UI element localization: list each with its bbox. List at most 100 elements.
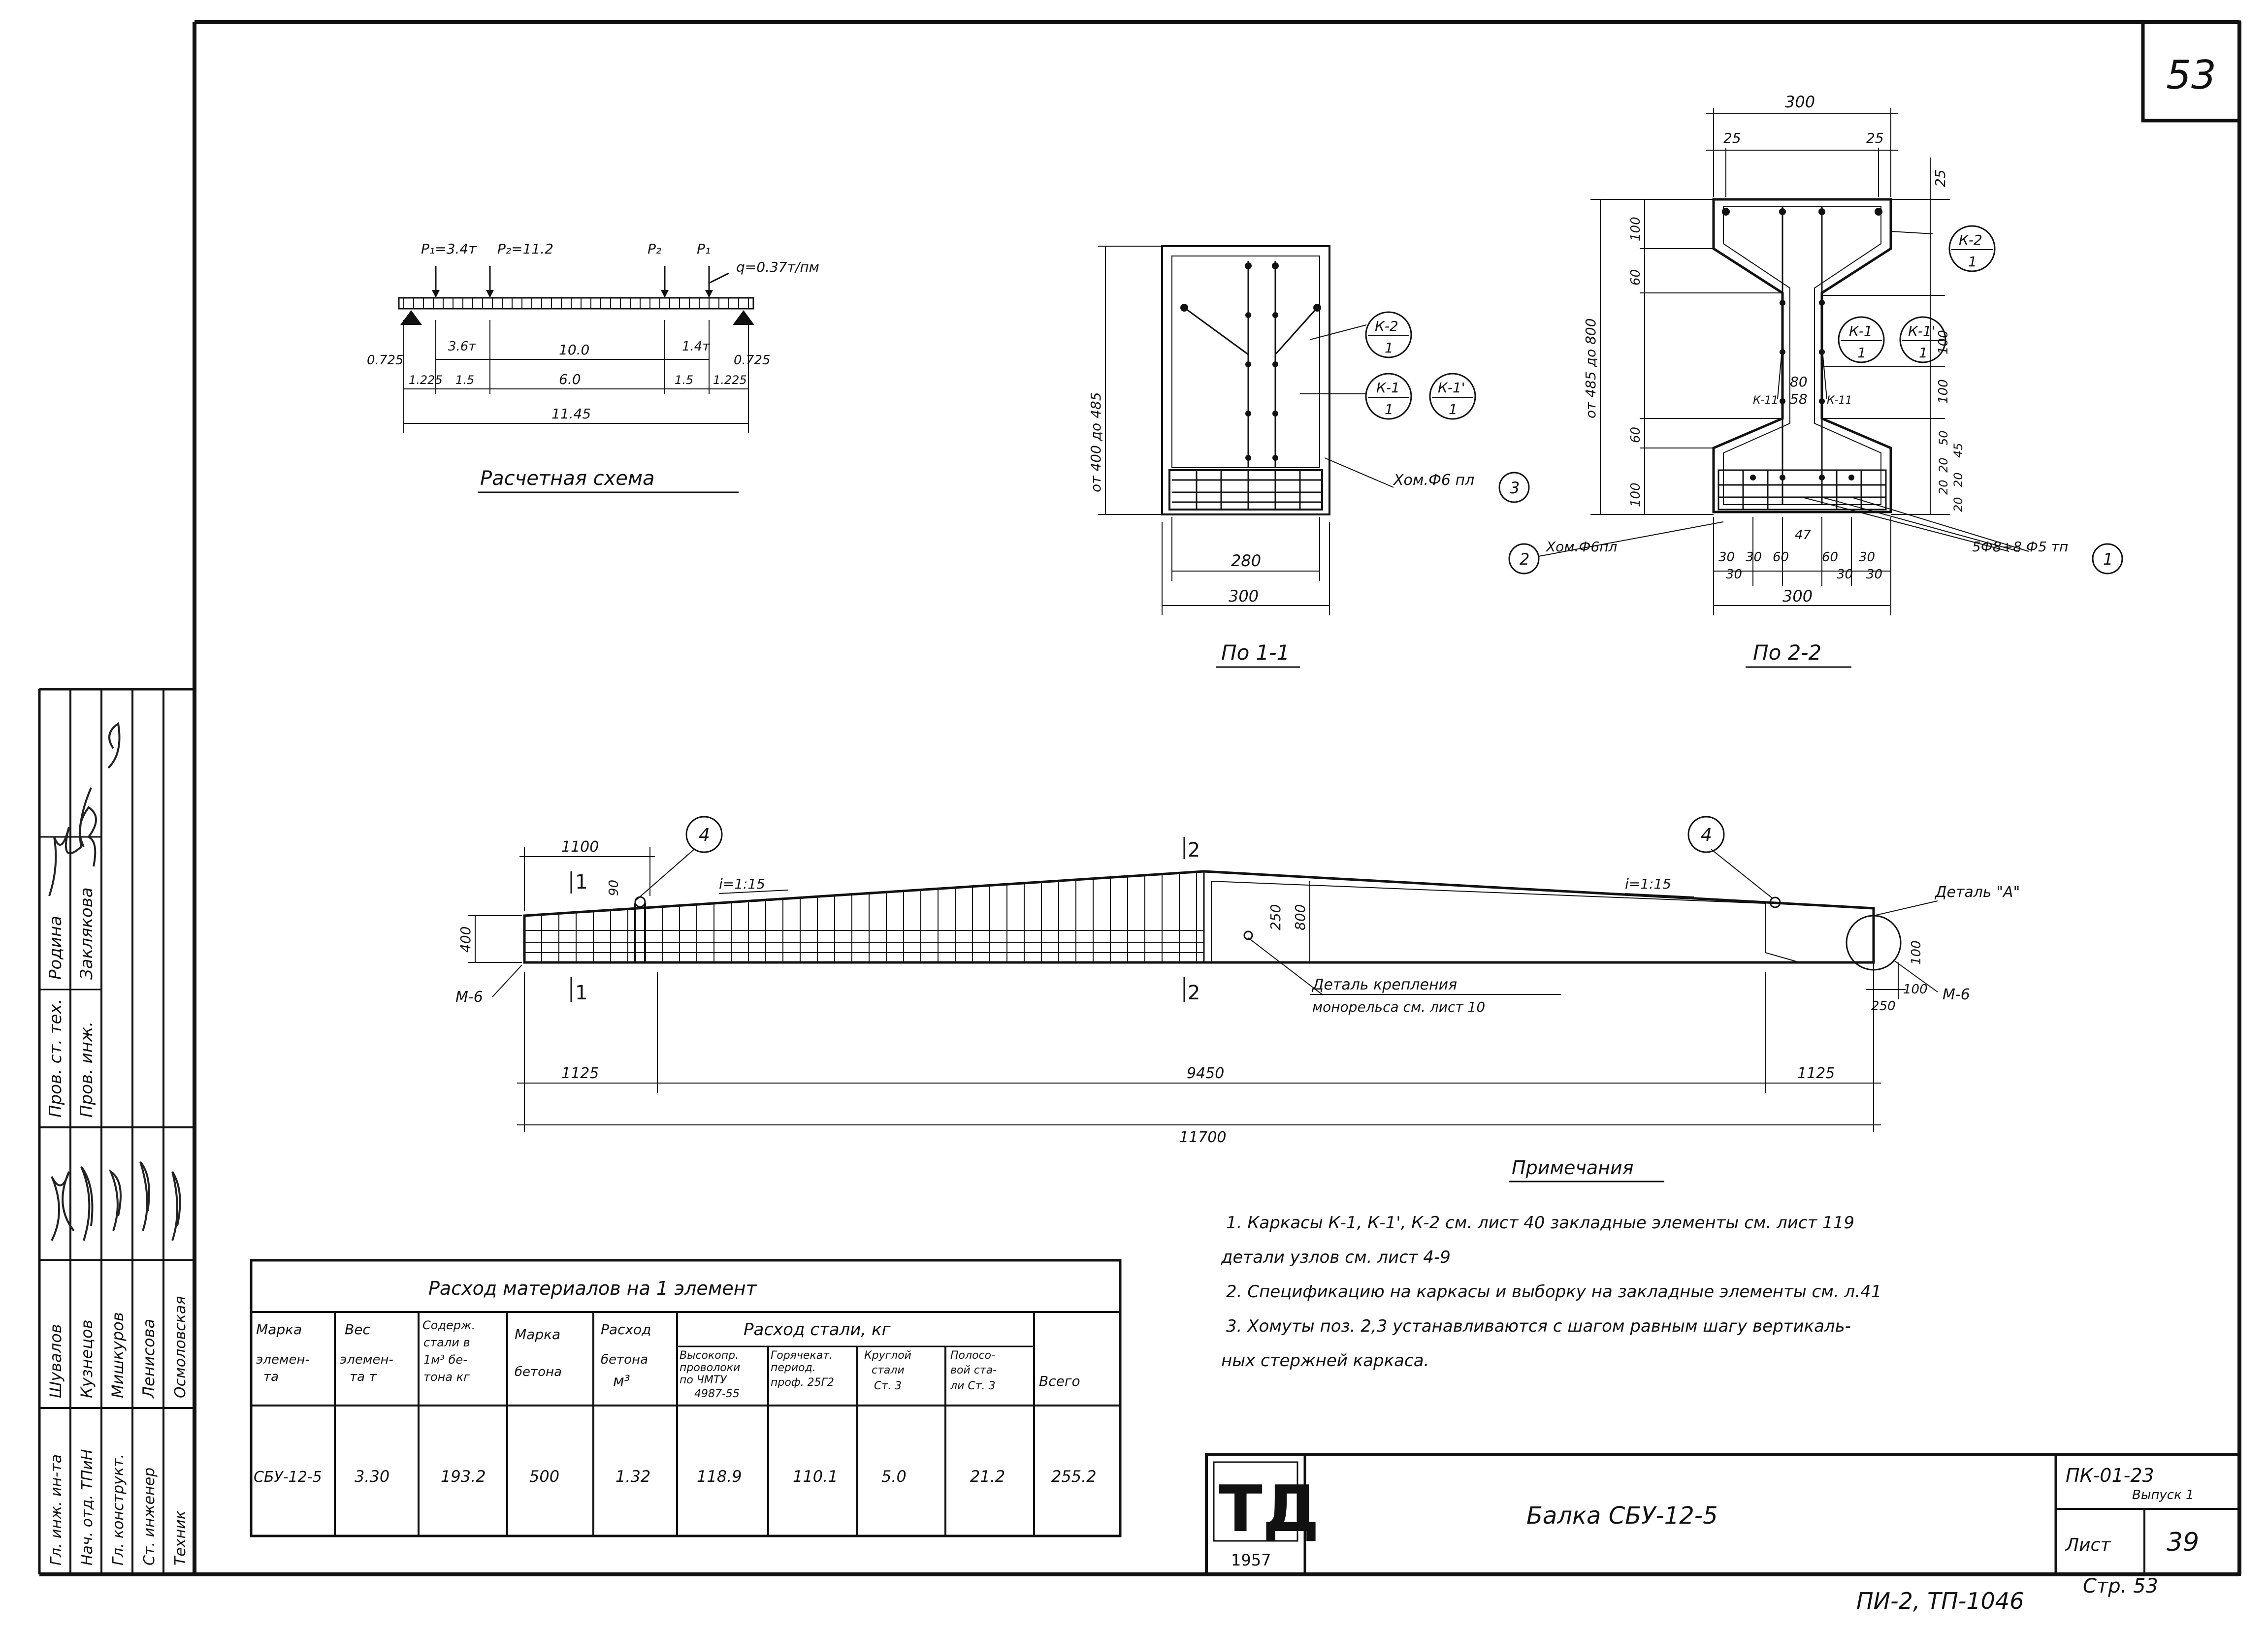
th-total: Всего (1039, 1373, 1080, 1389)
elev-m6-left: М-6 (455, 989, 483, 1006)
calc-left-1225: 1.225 (409, 373, 443, 387)
sec1-frame-k2: К-2 (1375, 318, 1398, 334)
elev-detail-100a: 100 (1909, 940, 1924, 965)
td-steel-content: 193.2 (441, 1467, 486, 1486)
sec1-width-outer: 300 (1229, 587, 1259, 606)
elev-detail-a: Деталь "А" (1934, 884, 2020, 901)
footer-page: Стр. 53 (2083, 1575, 2158, 1598)
sec2-bottom-width: 300 (1782, 587, 1813, 606)
sec2-frame-k1: К-1 (1849, 323, 1873, 339)
th-strip-1: Полосо- (950, 1349, 995, 1362)
calc-scheme: P₁=3.4т P₂=11.2 P₂ P₁ q=0.37т/пм 0.725 3… (367, 241, 819, 493)
sec2-bottom-center: 47 (1795, 528, 1812, 543)
section-1-1: от 400 до 485 280 300 К-2 1 К-1 1 К-1' 1… (1088, 245, 1530, 668)
elev-callout-left: 4 (699, 825, 710, 845)
td-strip: 21.2 (970, 1467, 1005, 1486)
elev-dim-1125-left: 1125 (561, 1065, 599, 1082)
calc-left-36: 3.6т (448, 339, 476, 354)
load-q: q=0.37т/пм (736, 259, 819, 275)
th-wire-3: по ЧМТУ (680, 1374, 727, 1386)
td-total: 255.2 (1051, 1467, 1097, 1486)
sec1-stirrup-pos: 3 (1510, 479, 1520, 497)
th-concrete-use-2: бетона (601, 1352, 648, 1367)
th-weight-3: та т (350, 1370, 377, 1384)
sec2-bars-pos: 1 (2103, 550, 2113, 569)
calc-left-0725: 0.725 (367, 353, 403, 368)
stamp-role-5: Техник (172, 1510, 189, 1566)
load-p2-left: P₂=11.2 (497, 241, 553, 257)
elev-mount-detail-2: монорельса см. лист 10 (1312, 999, 1485, 1015)
materials-table: Расход материалов на 1 элемент Расход ст… (250, 1259, 1122, 1537)
notes-title: Примечания (1512, 1157, 1634, 1179)
sec1-height: от 400 до 485 (1088, 392, 1104, 492)
sec2-right-100-a: 100 (1936, 330, 1951, 354)
th-mark-1: Марка (256, 1321, 302, 1338)
sec2-caption: По 2-2 (1753, 640, 1821, 665)
footer-handwritten: ПИ-2, ТП-1046 (1856, 1588, 2024, 1614)
th-strip-3: ли Ст. 3 (950, 1380, 996, 1392)
th-concrete-grade-2: бетона (515, 1365, 562, 1379)
elev-mid-250: 250 (1267, 904, 1284, 930)
td-round: 5.0 (881, 1467, 907, 1486)
stamp-role-upper-1: Пров. ст. тех. (46, 999, 65, 1118)
stamp-role-4: Ст. инженер (141, 1468, 158, 1566)
stamp-role-1: Гл. инж. ин-та (48, 1454, 65, 1566)
sheet-label: Лист (2065, 1535, 2111, 1555)
sec2-right-20b: 20 (1937, 479, 1950, 495)
elev-total: 11700 (1179, 1129, 1226, 1146)
elev-detail-250: 250 (1871, 999, 1896, 1014)
note-line-5: ных стержней каркаса. (1221, 1351, 1429, 1371)
th-hotroll-3: проф. 25Г2 (771, 1376, 834, 1389)
sec2-left-60-bottom: 60 (1628, 427, 1643, 443)
th-strip-2: вой ста- (950, 1364, 997, 1376)
th-steel-content-4: тона кг (423, 1370, 470, 1384)
sec2-bottom-dim-3: 60 (1773, 550, 1789, 565)
th-round-3: Ст. 3 (874, 1380, 902, 1392)
issue-label: Выпуск 1 (2132, 1488, 2194, 1502)
sec2-web-mark-left: К-11 (1753, 394, 1779, 407)
sec2-left-100-bottom: 100 (1628, 482, 1643, 507)
cut-1-bottom: 1 (575, 982, 587, 1004)
sec2-frame-k1-sub: 1 (1857, 345, 1866, 361)
note-line-3: 2. Спецификацию на каркасы и выборку на … (1226, 1282, 1881, 1302)
elev-m6-right: М-6 (1943, 986, 1970, 1003)
elev-slope-left: i=1:15 (719, 876, 765, 892)
sec2-right-20c: 20 (1951, 472, 1965, 487)
sec2-height: от 485 до 800 (1583, 318, 1599, 418)
calc-right-0725: 0.725 (734, 353, 770, 368)
th-concrete-use-1: Расход (601, 1321, 651, 1338)
td-mark: СБУ-12-5 (254, 1469, 322, 1486)
title-block: ТД 1957 Балка СБУ-12-5 ПК-01-23 Выпуск 1… (1205, 1453, 2241, 1576)
note-line-4: 3. Хомуты поз. 2,3 устанавливаются с шаг… (1226, 1316, 1851, 1336)
sec2-frame-k1p-sub: 1 (1919, 345, 1928, 361)
title-year: 1957 (1231, 1551, 1271, 1569)
note-line-2: детали узлов см. лист 4-9 (1221, 1247, 1451, 1267)
th-steel-content-3: 1м³ бе- (423, 1353, 467, 1367)
th-hotroll-1: Горячекат. (771, 1349, 833, 1362)
stamp-role-upper-2: Пров. инж. (77, 1022, 97, 1118)
signatures (48, 722, 181, 1241)
sec2-top-width: 300 (1785, 93, 1815, 111)
sec1-frame-k2-sub: 1 (1385, 340, 1393, 356)
th-hotroll-2: период. (771, 1362, 816, 1374)
th-wire-1: Высокопр. (680, 1349, 739, 1362)
th-steel-content-2: стали в (423, 1336, 470, 1349)
sec2-bottom-dim-1: 30 (1718, 550, 1735, 565)
sec1-frame-k1p: К-1' (1438, 380, 1465, 396)
series-code: ПК-01-23 (2066, 1465, 2154, 1486)
td-logo: ТД (1213, 1461, 1319, 1546)
calc-left-15: 1.5 (455, 373, 474, 387)
sec2-bottom-dim-4: 60 (1822, 550, 1838, 565)
sec1-frame-k1-sub: 1 (1385, 401, 1393, 417)
sec2-bottom-dim-6: 30 (1726, 567, 1742, 582)
stamp-name-2: Кузнецов (77, 1320, 96, 1399)
elev-detail-100b: 100 (1903, 982, 1928, 997)
sec2-left-60-top: 60 (1628, 269, 1643, 286)
stamp-name-1: Шувалов (46, 1324, 65, 1398)
sec2-frame-k1p: К-1' (1908, 323, 1936, 339)
th-concrete-grade-1: Марка (515, 1326, 560, 1342)
elev-left-height: 400 (457, 927, 474, 953)
stamp-role-2: Нач. отд. ТПиН (79, 1449, 96, 1566)
